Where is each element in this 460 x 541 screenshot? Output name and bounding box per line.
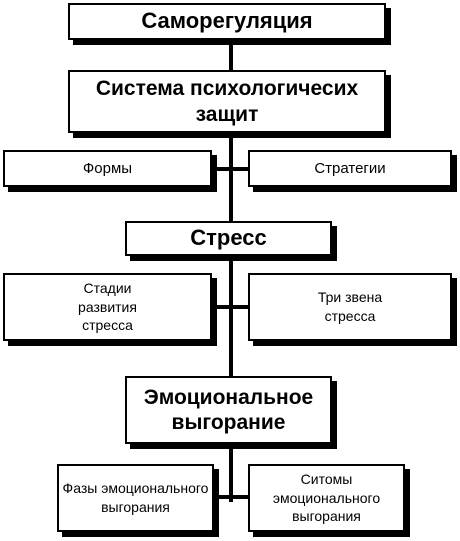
defense-system-label: Система психологичесих защит: [95, 77, 359, 126]
stress-label: Стресс: [190, 225, 267, 251]
stress-stages-box: Стадии развития стресса: [3, 273, 212, 341]
strategies-label: Стратегии: [314, 159, 386, 177]
main-vertical-connector: [229, 42, 233, 502]
burnout-details-connector: [213, 495, 249, 499]
burnout-symptoms-box: Ситомы эмоционального выгорания: [248, 464, 405, 532]
stress-stages-label: Стадии развития стресса: [78, 279, 137, 334]
forms-label: Формы: [82, 159, 133, 177]
burnout-phases-box: Фазы эмоционального выгорания: [57, 464, 214, 532]
burnout-phases-label: Фазы эмоционального выгорания: [62, 480, 209, 515]
forms-connector: [213, 167, 249, 171]
burnout-symptoms-label: Ситомы эмоционального выгорания: [272, 470, 381, 525]
self-regulation-box: Саморегуляция: [68, 3, 386, 40]
stress-box: Стресс: [125, 221, 332, 256]
self-regulation-label: Саморегуляция: [141, 8, 313, 34]
strategies-box: Стратегии: [248, 150, 452, 187]
stress-links-label: Три звена стресса: [317, 289, 383, 324]
stress-links-box: Три звена стресса: [248, 273, 452, 341]
burnout-label: Эмоциональное выгорание: [143, 385, 314, 434]
forms-box: Формы: [3, 150, 212, 187]
burnout-box: Эмоциональное выгорание: [125, 376, 332, 444]
defense-system-box: Система психологичесих защит: [68, 70, 386, 133]
stress-details-connector: [213, 305, 249, 309]
